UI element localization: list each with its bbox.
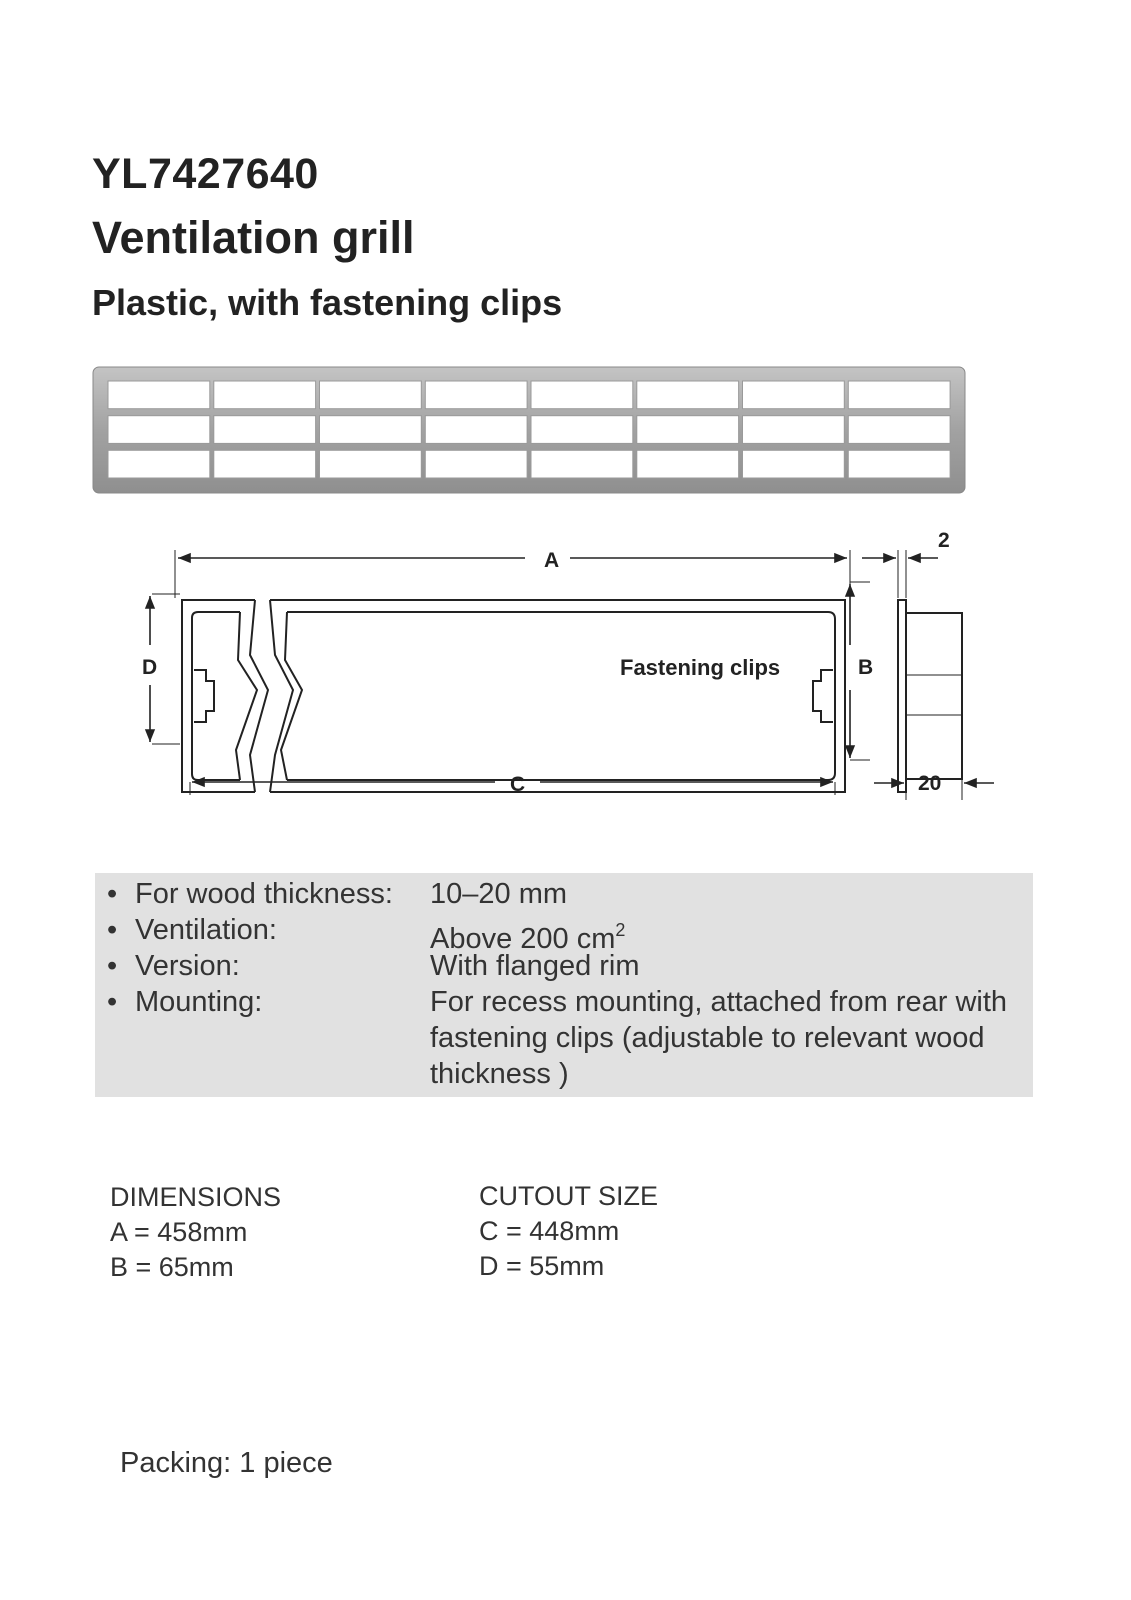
spec-value-sup: 2 bbox=[615, 920, 626, 940]
product-subtitle: Plastic, with fastening clips bbox=[92, 282, 563, 323]
grill-slot bbox=[107, 380, 211, 410]
dim-label-flange: 2 bbox=[938, 530, 950, 552]
dim-label-d: D bbox=[142, 656, 157, 679]
fastening-clips-label: Fastening clips bbox=[620, 655, 780, 680]
grill-slot bbox=[107, 449, 211, 479]
grill-slot bbox=[742, 415, 845, 444]
bullet: • bbox=[107, 878, 118, 910]
dim-label-a: A bbox=[544, 549, 559, 572]
dim-label-c: C bbox=[510, 773, 525, 796]
grill-slot bbox=[319, 380, 422, 410]
spec-value-text: Above 200 cm bbox=[430, 923, 616, 955]
grill-slot bbox=[530, 380, 634, 410]
grill-slot bbox=[424, 449, 528, 479]
grill-slot bbox=[742, 449, 845, 479]
technical-drawing: A C D B 2 20 Fastening clips bbox=[142, 530, 994, 800]
grill-slot bbox=[424, 415, 528, 444]
spec-value: 10–20 mm bbox=[430, 878, 568, 910]
grill-slot bbox=[742, 380, 845, 410]
dimension-b: B = 65mm bbox=[110, 1252, 234, 1282]
grill-slot bbox=[847, 449, 951, 479]
cutout-c: C = 448mm bbox=[479, 1216, 620, 1246]
grill-slot bbox=[213, 380, 317, 410]
grill-slot bbox=[530, 415, 634, 444]
grill-slot bbox=[636, 380, 740, 410]
grill-slot bbox=[213, 449, 317, 479]
spec-box: • For wood thickness: 10–20 mm • Ventila… bbox=[95, 873, 1033, 1097]
product-code: YL7427640 bbox=[92, 150, 319, 198]
spec-value: For recess mounting, attached from rear … bbox=[430, 986, 1008, 1090]
spec-value: Above 200 cm2 bbox=[430, 912, 1020, 957]
bullet: • bbox=[107, 950, 118, 982]
cutout-block: CUTOUT SIZE C = 448mm D = 55mm bbox=[479, 1179, 658, 1284]
grill-slot bbox=[636, 415, 740, 444]
spec-label: Ventilation: bbox=[135, 914, 277, 946]
dim-label-depth: 20 bbox=[918, 772, 941, 795]
packing-info: Packing: 1 piece bbox=[120, 1447, 333, 1479]
spec-label: Version: bbox=[135, 950, 240, 982]
grill-slot bbox=[107, 415, 211, 444]
grill-photo bbox=[92, 366, 966, 494]
bullet: • bbox=[107, 986, 118, 1018]
grill-slot bbox=[636, 449, 740, 479]
grill-slot bbox=[530, 449, 634, 479]
grill-slot bbox=[424, 380, 528, 410]
grill-slot bbox=[847, 380, 951, 410]
dimensions-block: DIMENSIONS A = 458mm B = 65mm bbox=[110, 1180, 281, 1285]
product-name: Ventilation grill bbox=[92, 212, 415, 263]
spec-label: Mounting: bbox=[135, 986, 263, 1018]
grill-slot bbox=[319, 415, 422, 444]
cutout-heading: CUTOUT SIZE bbox=[479, 1181, 659, 1211]
grill-slot bbox=[319, 449, 422, 479]
spec-value: With flanged rim bbox=[430, 950, 640, 982]
dimensions-heading: DIMENSIONS bbox=[110, 1182, 282, 1212]
spec-label: For wood thickness: bbox=[135, 878, 393, 910]
grill-slot bbox=[847, 415, 951, 444]
bullet: • bbox=[107, 914, 118, 946]
dimension-a: A = 458mm bbox=[110, 1217, 248, 1247]
grill-slot bbox=[213, 415, 317, 444]
dim-label-b: B bbox=[858, 656, 873, 679]
cutout-d: D = 55mm bbox=[479, 1251, 605, 1281]
